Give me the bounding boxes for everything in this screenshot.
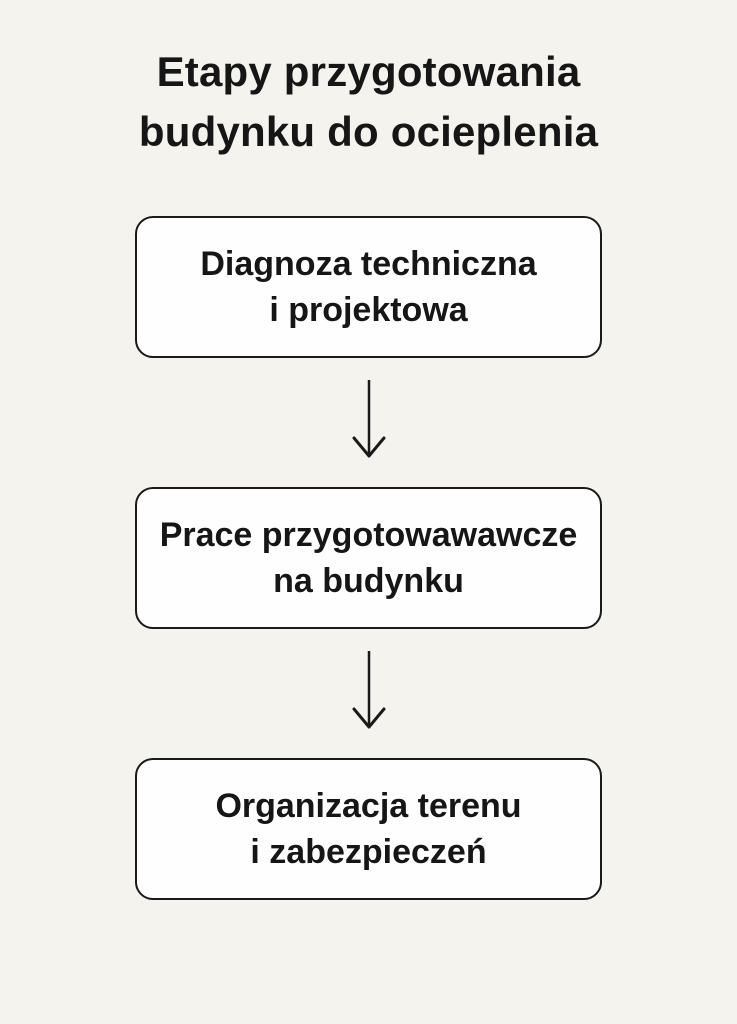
step-label-line: Prace przygotowawawcze <box>159 516 578 554</box>
page-title: Etapy przygotowania budynku do ociepleni… <box>139 0 598 162</box>
step-label-line: i zabezpieczeń <box>250 833 487 871</box>
page-title-line-1: Etapy przygotowania <box>156 48 581 95</box>
step-box-prace: Prace przygotowawawcze na budynku <box>135 487 602 629</box>
step-label-line: Organizacja terenu <box>215 787 522 825</box>
arrow-down-icon <box>352 380 385 458</box>
arrow-down-icon <box>352 651 385 729</box>
step-label-line: i projektowa <box>269 291 468 329</box>
step-box-organizacja: Organizacja terenu i zabezpieczeń <box>135 758 602 900</box>
step-label-line: Diagnoza techniczna <box>200 245 537 283</box>
step-box-diagnoza: Diagnoza techniczna i projektowa <box>135 216 602 358</box>
step-label-line: na budynku <box>273 562 464 600</box>
flowchart: Diagnoza techniczna i projektowa Prace p… <box>135 162 602 900</box>
page-title-line-2: budynku do ocieplenia <box>138 108 599 155</box>
